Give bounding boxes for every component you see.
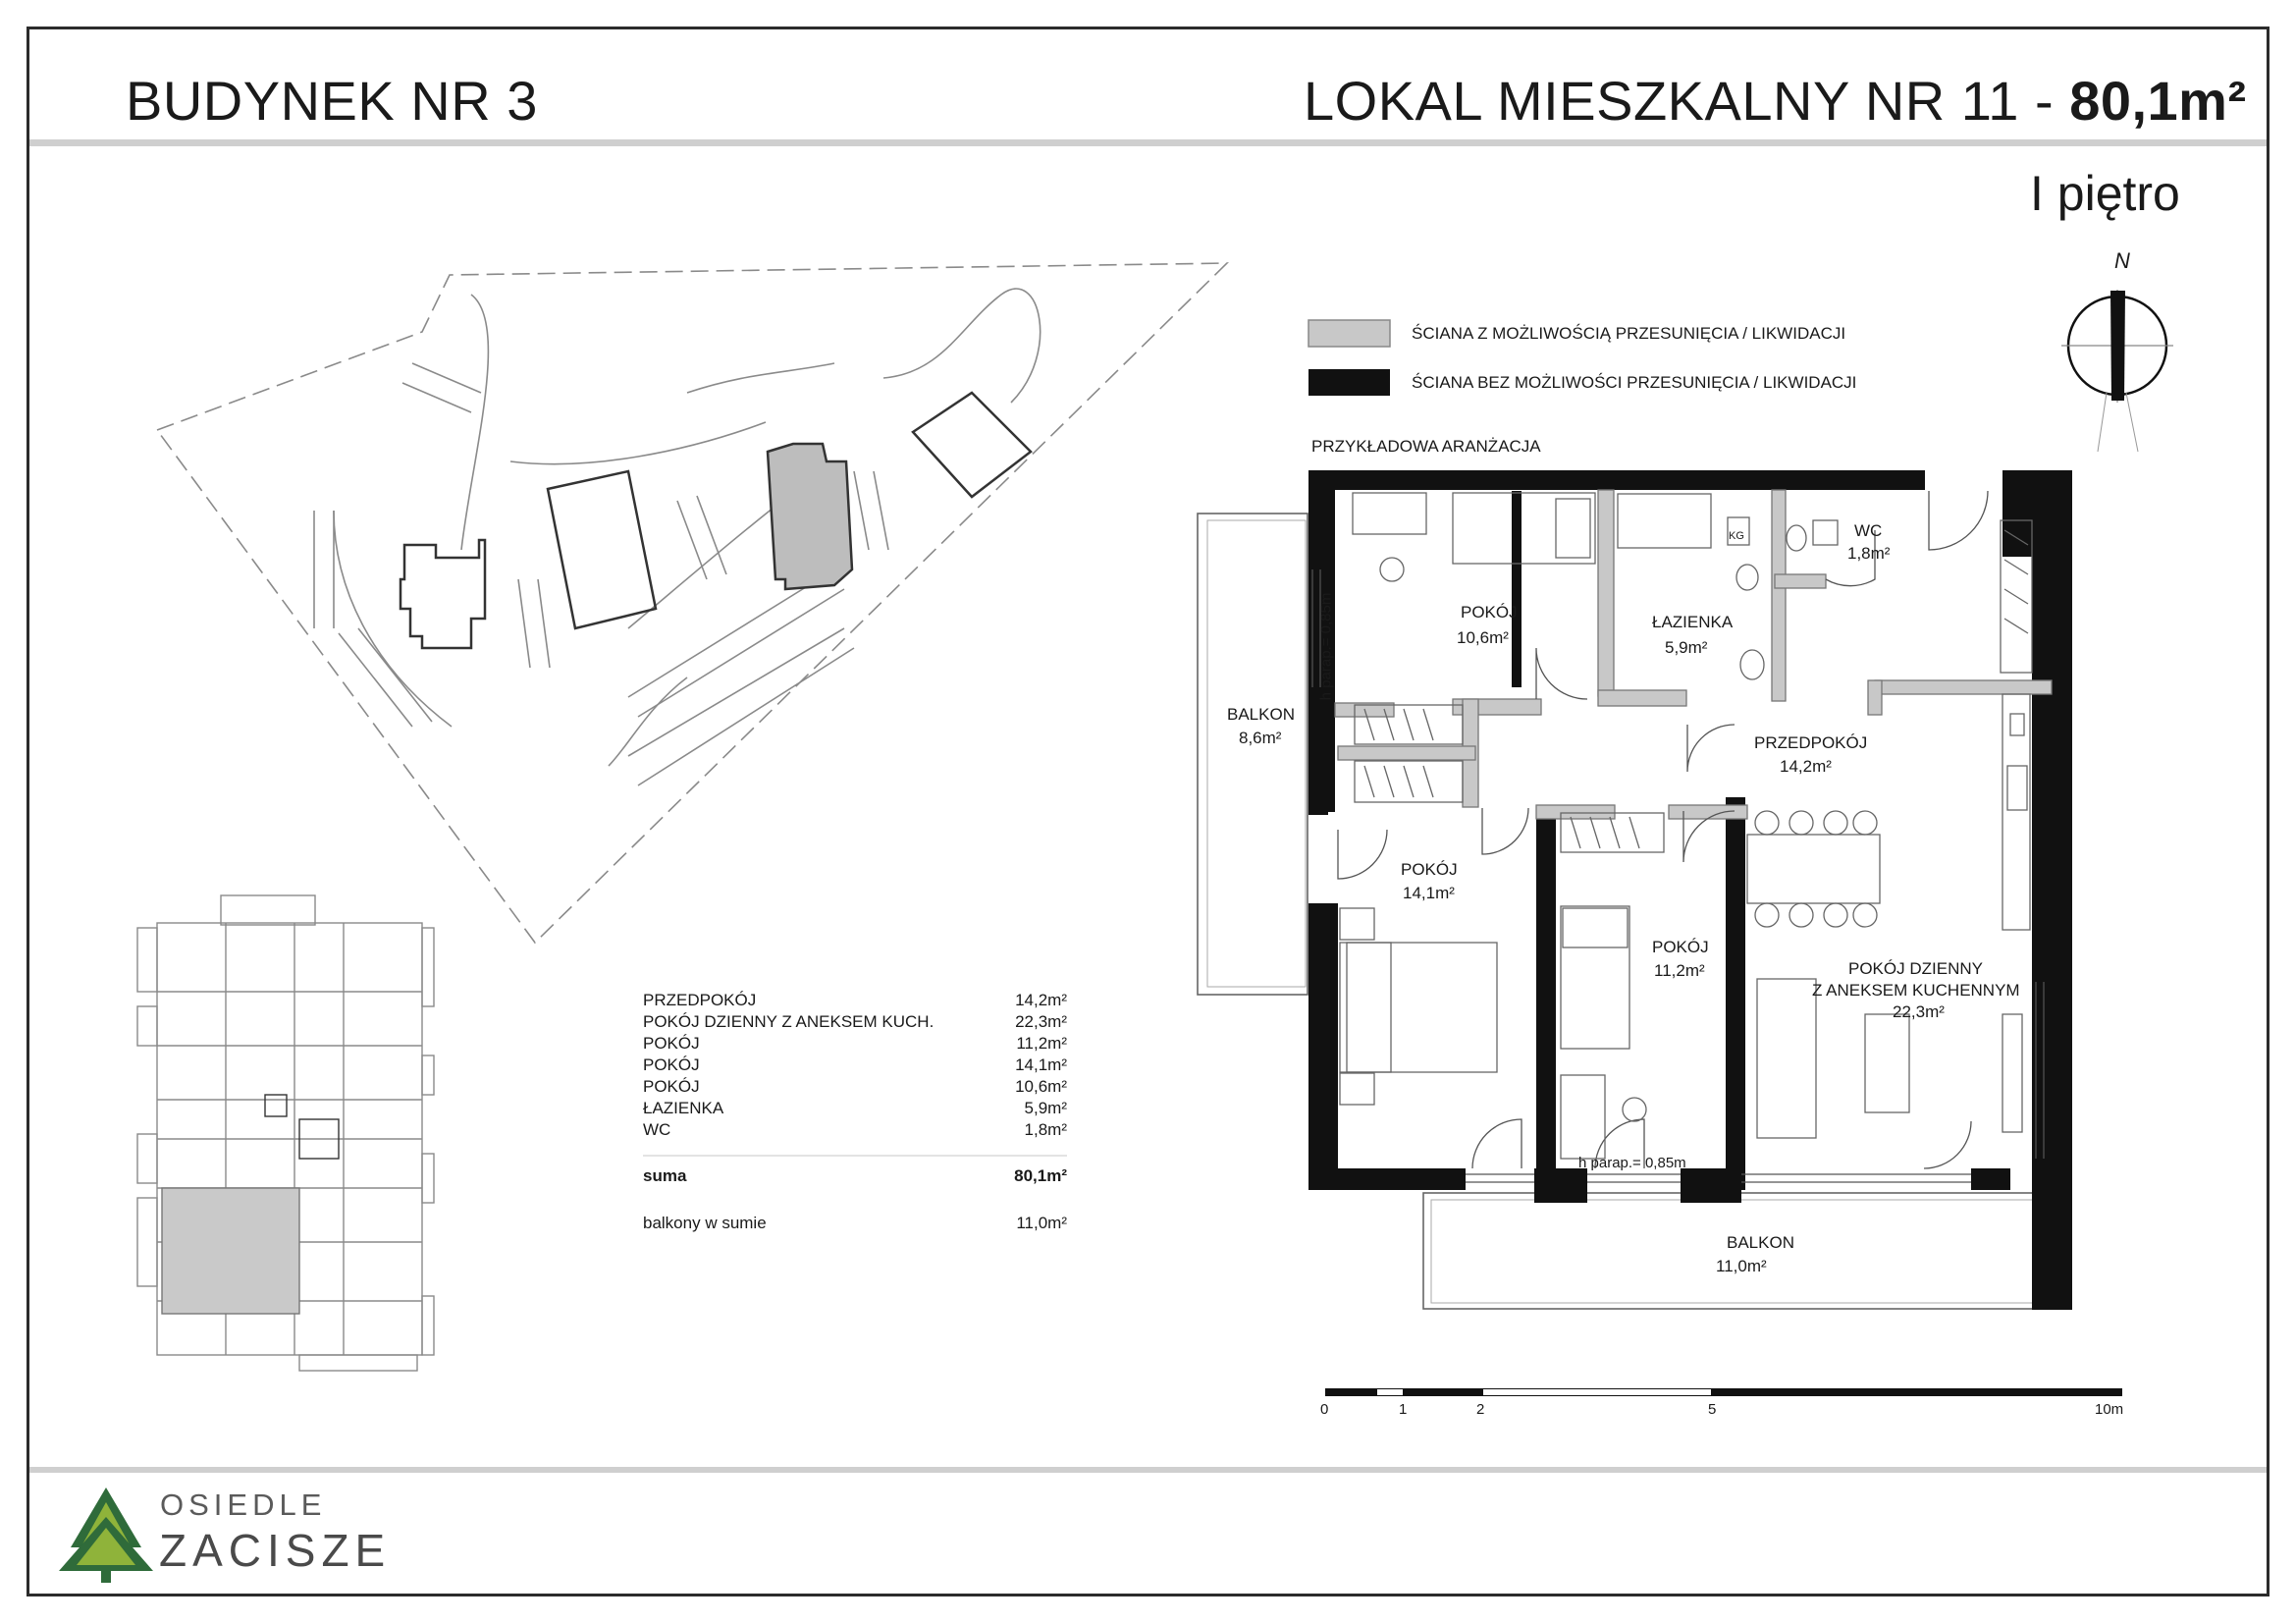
site-boundary xyxy=(155,262,1229,945)
area-row: POKÓJ 14,1m² xyxy=(643,1055,1067,1076)
area-row-label: PRZEDPOKÓJ xyxy=(643,991,757,1009)
room-pokoj-c-name: POKÓJ xyxy=(1652,938,1709,956)
legend-movable-label: ŚCIANA Z MOŻLIWOŚCIĄ PRZESUNIĘCIA / LIKW… xyxy=(1412,324,1846,343)
scale-tick-5: 5 xyxy=(1708,1401,1717,1418)
room-lazienka-name: ŁAZIENKA xyxy=(1652,613,1734,631)
scale-tick-10: 10m xyxy=(2095,1401,2124,1418)
room-pokoj-c-area: 11,2m² xyxy=(1654,961,1705,980)
apartment-plan xyxy=(1197,470,2122,1396)
logo-line-2: ZACISZE xyxy=(159,1525,392,1576)
header-rule xyxy=(29,139,2267,146)
area-balconies-value: 11,0m² xyxy=(1016,1214,1067,1232)
room-wc-name: WC xyxy=(1854,521,1883,540)
site-roads xyxy=(460,288,1041,767)
area-row: ŁAZIENKA 5,9m² xyxy=(643,1098,1067,1119)
building-4 xyxy=(911,391,1033,499)
logo-line-1: OSIEDLE xyxy=(160,1488,327,1522)
room-balkon-left-area: 8,6m² xyxy=(1239,729,1282,747)
area-row: WC 1,8m² xyxy=(643,1119,1067,1141)
north-label: N xyxy=(2114,248,2130,273)
room-dzienny-area: 22,3m² xyxy=(1893,1002,1945,1021)
room-dzienny-name-1: POKÓJ DZIENNY xyxy=(1848,959,1983,978)
area-balconies-row: balkony w sumie 11,0m² xyxy=(643,1214,1067,1233)
area-row-label: POKÓJ xyxy=(643,1034,700,1053)
site-plan xyxy=(155,262,1229,945)
area-sum-label: suma xyxy=(643,1166,687,1185)
key-plan-unit-highlight xyxy=(161,1187,300,1315)
doors xyxy=(1337,490,1989,1169)
windows xyxy=(1311,569,2045,1183)
area-row-value: 14,1m² xyxy=(1015,1055,1067,1074)
building-3-highlighted xyxy=(766,442,854,591)
movable-walls xyxy=(1334,489,2053,820)
kg-label: KG xyxy=(1729,530,1744,542)
room-pokoj-b-area: 14,1m² xyxy=(1403,884,1455,902)
area-row-value: 10,6m² xyxy=(1015,1077,1067,1096)
floor-key-plan xyxy=(136,894,435,1372)
site-buildings xyxy=(399,391,1033,650)
room-dzienny-name-2: Z ANEKSEM KUCHENNYM xyxy=(1812,981,2020,1000)
furniture xyxy=(1339,492,2033,1160)
room-przedpokoj-name: PRZEDPOKÓJ xyxy=(1754,733,1868,752)
area-row-label: WC xyxy=(643,1120,671,1139)
page-frame xyxy=(27,27,2269,1596)
plan-caption: PRZYKŁADOWA ARANŻACJA xyxy=(1311,437,1541,456)
room-wc-area: 1,8m² xyxy=(1847,544,1891,563)
building-title: BUDYNEK NR 3 xyxy=(126,70,538,132)
area-sum-value: 80,1m² xyxy=(1014,1166,1067,1185)
area-row-label: POKÓJ xyxy=(643,1077,700,1096)
area-row-value: 5,9m² xyxy=(1024,1099,1067,1117)
logo-tree-icon xyxy=(59,1488,153,1583)
site-road-curve xyxy=(333,510,453,728)
room-balkon-bottom-area: 11,0m² xyxy=(1716,1257,1767,1275)
area-balconies-label: balkony w sumie xyxy=(643,1214,767,1232)
scale-tick-0: 0 xyxy=(1320,1401,1329,1418)
legend-fixed-label: ŚCIANA BEZ MOŻLIWOŚCI PRZESUNIĘCIA / LIK… xyxy=(1412,373,1857,392)
room-lazienka-area: 5,9m² xyxy=(1665,638,1708,657)
unit-area: 80,1m² xyxy=(2069,70,2247,132)
area-rows: PRZEDPOKÓJ 14,2m² POKÓJ DZIENNY Z ANEKSEM … xyxy=(643,990,1067,1141)
room-balkon-left-name: BALKON xyxy=(1227,705,1295,724)
north-arrow xyxy=(2061,290,2173,453)
area-row: PRZEDPOKÓJ 14,2m² xyxy=(643,990,1067,1011)
area-row: POKÓJ 11,2m² xyxy=(643,1033,1067,1055)
parap-vertical-label: h parap.= 0,85m xyxy=(1317,592,1335,701)
scale-tick-2: 2 xyxy=(1476,1401,1485,1418)
room-przedpokoj-area: 14,2m² xyxy=(1780,757,1832,776)
area-row-value: 1,8m² xyxy=(1024,1120,1067,1139)
legend-swatch-fixed xyxy=(1308,369,1390,396)
area-row: POKÓJ DZIENNY Z ANEKSEM KUCH. 22,3m² xyxy=(643,1011,1067,1033)
area-sum-row: suma 80,1m² xyxy=(643,1166,1067,1186)
scale-bar xyxy=(1325,1388,2122,1396)
balcony-left-outline xyxy=(1197,513,1308,996)
area-row-value: 11,2m² xyxy=(1016,1034,1067,1053)
room-balkon-bottom-name: BALKON xyxy=(1727,1233,1794,1252)
building-1 xyxy=(399,538,487,650)
room-pokoj-a-name: POKÓJ xyxy=(1461,603,1518,622)
area-row-label: ŁAZIENKA xyxy=(643,1099,724,1117)
area-row-label: POKÓJ DZIENNY Z ANEKSEM KUCH. xyxy=(643,1012,934,1031)
unit-title: LOKAL MIESZKALNY NR 11 - 80,1m² xyxy=(1304,70,2247,132)
legend-swatch-movable xyxy=(1308,319,1391,348)
area-separator xyxy=(643,1155,1067,1157)
footer-rule xyxy=(29,1467,2267,1473)
area-row: POKÓJ 10,6m² xyxy=(643,1076,1067,1098)
floor-label: I piętro xyxy=(2030,166,2180,221)
key-plan-top-bump xyxy=(220,894,316,926)
building-2 xyxy=(546,469,658,630)
room-pokoj-a-area: 10,6m² xyxy=(1457,628,1509,647)
parking-rows xyxy=(313,362,889,786)
room-pokoj-b-name: POKÓJ xyxy=(1401,860,1458,879)
area-row-label: POKÓJ xyxy=(643,1055,700,1074)
area-row-value: 14,2m² xyxy=(1015,991,1067,1009)
scale-tick-1: 1 xyxy=(1399,1401,1408,1418)
area-table: PRZEDPOKÓJ 14,2m² POKÓJ DZIENNY Z ANEKSEM … xyxy=(643,990,1067,1233)
fixed-walls xyxy=(1308,470,2072,1310)
parap-horizontal-label: h parap.= 0,85m xyxy=(1578,1155,1686,1171)
area-row-value: 22,3m² xyxy=(1015,1012,1067,1031)
